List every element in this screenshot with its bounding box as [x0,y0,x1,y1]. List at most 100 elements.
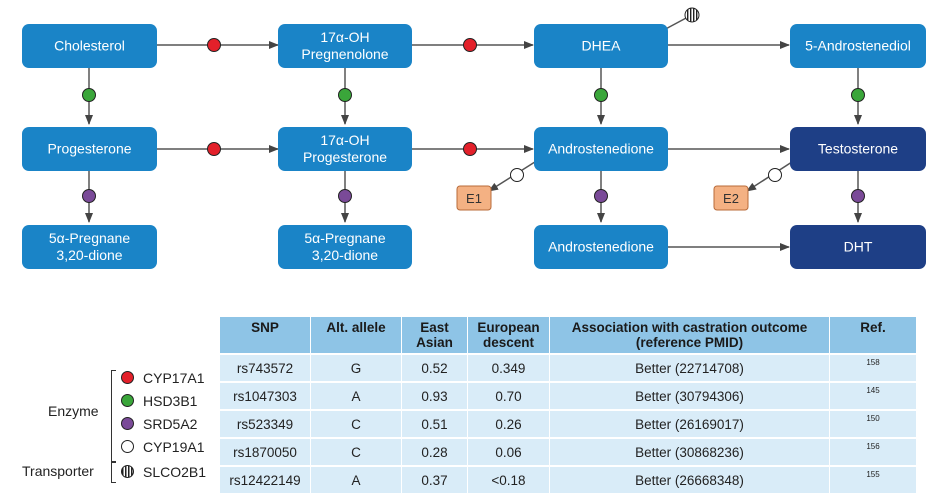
node-5-androstenediol: 5-Androstenediol [790,24,926,68]
node-label: Androstenedione [548,141,654,157]
gene-row-cyp17a1: CYP17A1 [121,366,204,389]
table-row: rs1047303 A 0.93 0.70 Better (30794306) … [220,381,917,410]
srd5a2-marker-icon [338,189,352,203]
ref-cell: 150 [829,409,917,438]
cyp19a1-marker-icon [768,168,782,182]
east-asian-cell: 0.37 [401,465,468,493]
european-cell: 0.70 [467,381,550,410]
cyp17a1-marker-icon [207,142,221,156]
striped-dot-icon [121,465,134,478]
node-label: Progesterone [303,149,387,165]
gene-name: SRD5A2 [143,415,198,432]
header-ref: Ref. [829,317,917,354]
european-cell: 0.26 [467,409,550,438]
green-dot-icon [121,394,134,407]
node-cholesterol: Cholesterol [22,24,157,68]
gene-name: SLCO2B1 [143,463,207,480]
transporter-group-label: Transporter [22,463,94,479]
node-label: DHEA [582,38,622,54]
snp-cell: rs12422149 [220,465,311,493]
east-asian-cell: 0.52 [401,353,468,382]
east-asian-cell: 0.93 [401,381,468,410]
node-label: Androstenedione [548,239,654,255]
ref-cell: 158 [829,353,917,382]
header-snp: SNP [220,317,311,354]
srd5a2-marker-icon [82,189,96,203]
table-row: rs523349 C 0.51 0.26 Better (26169017) 1… [220,409,917,438]
node-e1: E1 [456,185,492,211]
cyp17a1-marker-icon [207,38,221,52]
allele-cell: A [310,381,402,410]
snp-cell: rs743572 [220,353,311,382]
association-cell: Better (26668348) [549,465,830,493]
gene-name: CYP19A1 [143,438,205,455]
node-testosterone: Testosterone [790,127,926,171]
node-label: 17α-OH [320,29,369,45]
node-e2: E2 [713,185,749,211]
cyp17a1-marker-icon [463,38,477,52]
gene-row-srd5a2: SRD5A2 [121,412,197,435]
european-cell: <0.18 [467,465,550,493]
node-progesterone: Progesterone [22,127,157,171]
white-dot-icon [121,440,134,453]
hsd3b1-marker-icon [594,88,608,102]
node-label: E2 [723,191,739,206]
gene-row-cyp19a1: CYP19A1 [121,435,204,458]
node-label: 17α-OH [320,132,369,148]
european-cell: 0.349 [467,353,550,382]
table-row: rs1870050 C 0.28 0.06 Better (30868236) … [220,437,917,466]
table-row: rs12422149 A 0.37 <0.18 Better (26668348… [220,465,917,493]
node-label: Testosterone [818,141,898,157]
node-label: 5α-Pregnane [49,230,130,246]
red-dot-icon [121,371,134,384]
allele-cell: C [310,437,402,466]
cyp17a1-marker-icon [463,142,477,156]
east-asian-cell: 0.51 [401,409,468,438]
srd5a2-marker-icon [851,189,865,203]
header-association: Association with castration outcome(refe… [549,317,830,354]
node-androstenedione-lower: Androstenedione [534,225,668,269]
ref-cell: 156 [829,437,917,466]
node-5a-pregnane-3-20-dione-left: 5α-Pregnane 3,20-dione [22,225,157,269]
snp-cell: rs523349 [220,409,311,438]
european-cell: 0.06 [467,437,550,466]
gene-name: CYP17A1 [143,369,205,386]
node-label: Pregnenolone [301,46,388,62]
node-label: DHT [844,239,873,255]
node-label: 5-Androstenediol [805,38,911,54]
node-label: 5α-Pregnane [304,230,385,246]
gene-row-hsd3b1: HSD3B1 [121,389,197,412]
association-cell: Better (22714708) [549,353,830,382]
enzyme-group-label: Enzyme [48,403,99,419]
allele-cell: A [310,465,402,493]
ref-cell: 155 [829,465,917,493]
slco2b1-transporter-icon [684,7,700,23]
hsd3b1-marker-icon [338,88,352,102]
association-cell: Better (26169017) [549,409,830,438]
east-asian-cell: 0.28 [401,437,468,466]
cyp19a1-marker-icon [510,168,524,182]
node-label: E1 [466,191,482,206]
allele-cell: G [310,353,402,382]
gene-name: HSD3B1 [143,392,198,409]
node-dhea: DHEA [534,24,668,68]
node-17oh-pregnenolone: 17α-OH Pregnenolone [278,24,412,68]
table-row: rs743572 G 0.52 0.349 Better (22714708) … [220,353,917,382]
node-dht: DHT [790,225,926,269]
snp-cell: rs1047303 [220,381,311,410]
enzyme-bracket [111,370,116,463]
hsd3b1-marker-icon [82,88,96,102]
purple-dot-icon [121,417,134,430]
association-cell: Better (30794306) [549,381,830,410]
node-label: 3,20-dione [312,247,378,263]
allele-cell: C [310,409,402,438]
transporter-bracket [111,461,116,483]
node-label: Cholesterol [54,38,125,54]
gene-row-slco2b1: SLCO2B1 [121,460,206,483]
node-17oh-progesterone: 17α-OH Progesterone [278,127,412,171]
node-label: 3,20-dione [56,247,122,263]
